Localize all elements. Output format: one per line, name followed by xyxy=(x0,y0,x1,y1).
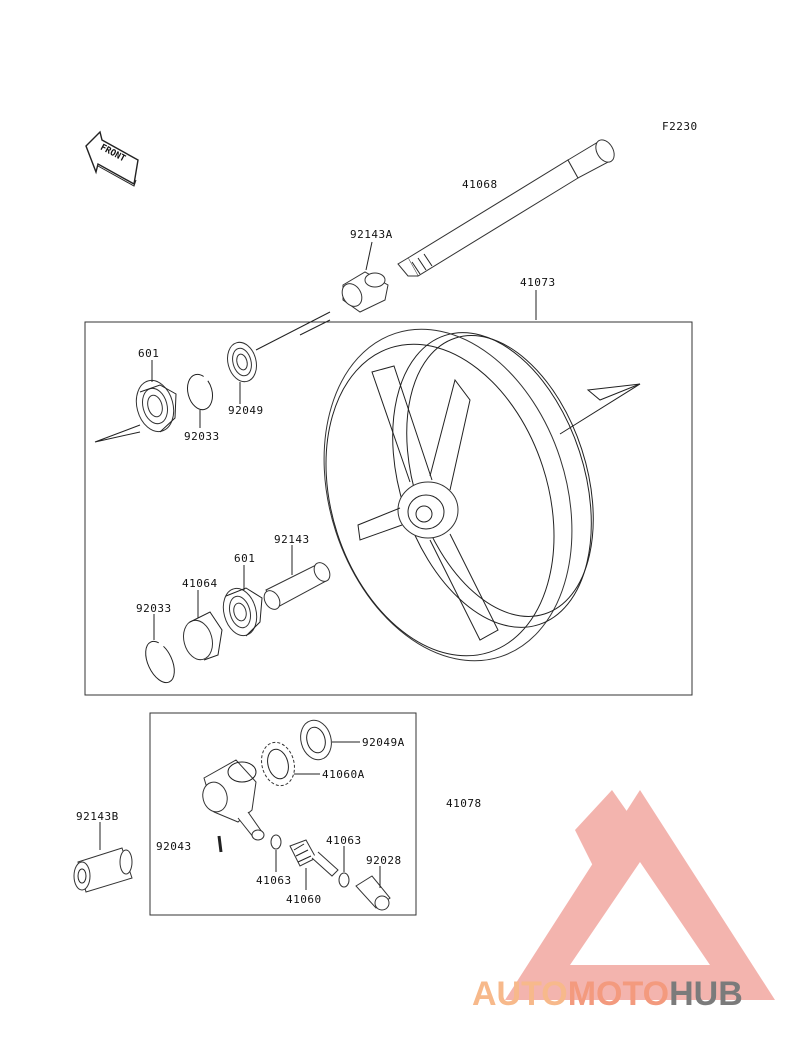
figure-code: F2230 xyxy=(662,120,698,133)
spacer-92143B xyxy=(73,822,133,893)
axle-41068 xyxy=(299,139,615,336)
label-41063-right: 41063 xyxy=(326,834,362,847)
front-arrow-icon: FRONT xyxy=(85,130,139,187)
bearing-601-bottom xyxy=(222,565,263,637)
watermark-text: AUTOMOTOHUB xyxy=(472,975,743,1013)
watermark-auto: AUTO xyxy=(472,975,568,1013)
watermark-hub: HUB xyxy=(669,975,743,1013)
bushing-92028 xyxy=(355,866,391,911)
label-92043: 92043 xyxy=(156,840,192,853)
circlip-92033-bottom xyxy=(145,614,175,684)
pin-92043 xyxy=(217,835,223,853)
label-92033-top: 92033 xyxy=(184,430,220,443)
washer-41063-left xyxy=(270,834,282,872)
label-41068: 41068 xyxy=(462,178,498,191)
watermark-peak-icon xyxy=(575,790,640,900)
seal-92049 xyxy=(227,311,331,404)
label-41078: 41078 xyxy=(446,797,482,810)
spacer-92143A xyxy=(341,271,389,313)
watermark-triangle-icon xyxy=(505,790,775,1000)
seal-92049A xyxy=(300,719,360,761)
label-92028: 92028 xyxy=(366,854,402,867)
gear-housing xyxy=(202,759,265,841)
label-92143A: 92143A xyxy=(350,228,393,241)
label-92143: 92143 xyxy=(274,533,310,546)
bearing-601-top xyxy=(94,360,177,443)
label-601-top: 601 xyxy=(138,347,159,360)
pinion-41060 xyxy=(289,839,339,890)
label-601-bottom: 601 xyxy=(234,552,255,565)
label-92033-bottom: 92033 xyxy=(136,602,172,615)
spacer-92143 xyxy=(263,545,331,610)
wheel-41073 xyxy=(323,328,641,662)
watermark-logo xyxy=(505,790,775,1000)
circlip-92033-top xyxy=(187,373,213,428)
label-92143B: 92143B xyxy=(76,810,119,823)
collar-41064 xyxy=(183,590,223,661)
label-41060A: 41060A xyxy=(322,768,365,781)
watermark-moto: MOTO xyxy=(568,975,669,1013)
label-41064: 41064 xyxy=(182,577,218,590)
label-41063-left: 41063 xyxy=(256,874,292,887)
gear-41060A xyxy=(261,741,320,787)
label-92049A: 92049A xyxy=(362,736,405,749)
label-41073: 41073 xyxy=(520,276,556,289)
gear-assembly-box xyxy=(149,712,417,916)
wheel-assembly-box xyxy=(84,321,693,696)
washer-41063-right xyxy=(338,846,350,888)
label-92049: 92049 xyxy=(228,404,264,417)
label-41060: 41060 xyxy=(286,893,322,906)
